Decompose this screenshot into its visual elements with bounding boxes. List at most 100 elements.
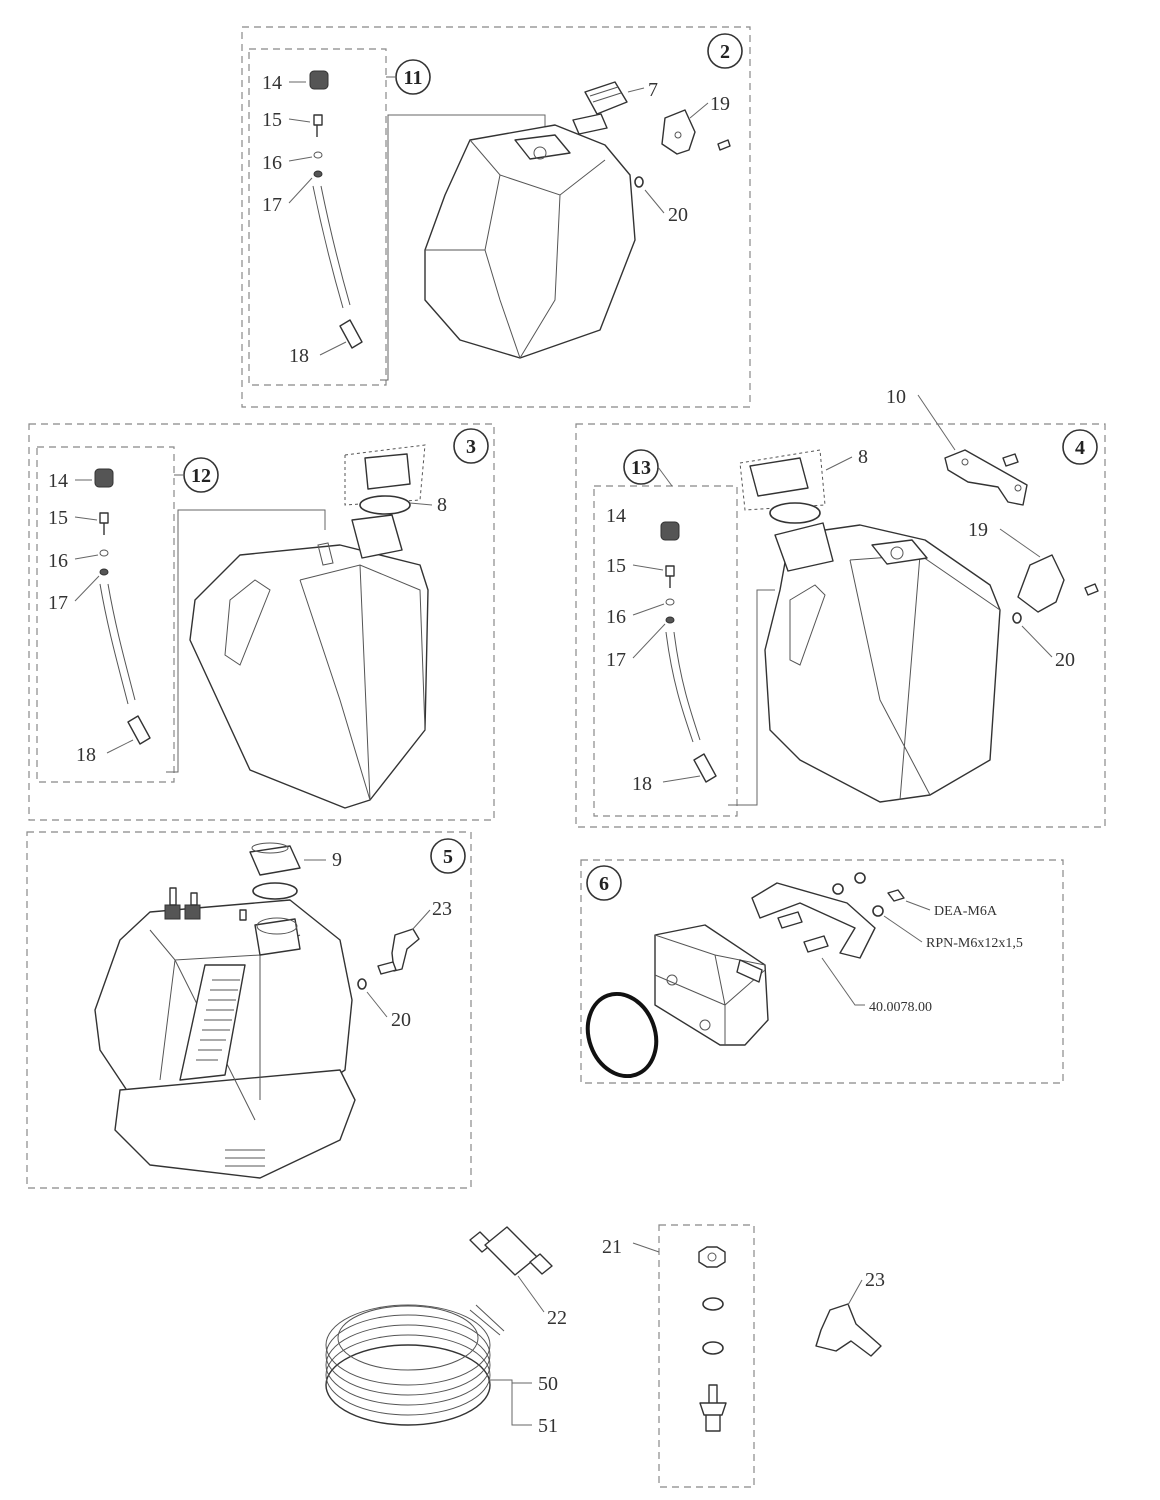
group-5-number: 5	[443, 846, 453, 868]
tank-2	[424, 113, 636, 359]
code-dea-m6a: DEA-M6A	[934, 904, 998, 919]
label-23-g5: 23	[432, 898, 452, 920]
label-16: 16	[262, 152, 282, 174]
group-6: 6 DEA-M6A RPN-M6x12x1,5 40.0078.00	[580, 859, 1064, 1084]
group-2-badge	[707, 33, 743, 69]
group-4-number: 4	[1075, 437, 1085, 459]
label-8-g4: 8	[858, 446, 868, 468]
label-16-g3: 16	[48, 550, 68, 572]
hose-kit-12	[94, 468, 151, 745]
label-19: 19	[710, 93, 730, 115]
label-23: 23	[865, 1269, 885, 1291]
seal-8-g4	[769, 502, 821, 524]
label-17: 17	[262, 194, 282, 216]
group-6-box	[580, 859, 1064, 1084]
label-20-g4: 20	[1055, 649, 1075, 671]
label-19-g4: 19	[968, 519, 988, 541]
tank-3-body	[189, 544, 429, 809]
group-5-box	[26, 831, 472, 1189]
tank-2-body	[424, 124, 636, 359]
group-21-box	[658, 1224, 755, 1488]
washer-20-g4	[1012, 612, 1022, 624]
label-8-g3: 8	[437, 494, 447, 516]
screw-19	[717, 139, 731, 151]
group-3-box	[28, 423, 495, 821]
washer-20-g5	[357, 978, 367, 990]
label-14-g4: 14	[606, 505, 626, 527]
label-9: 9	[332, 849, 342, 871]
group-3: 3 12 14 15 16 17 18	[28, 423, 495, 821]
group-3-badge	[453, 428, 489, 464]
tank-4-neck	[774, 522, 834, 572]
code-rpn: RPN-M6x12x1,5	[926, 936, 1023, 951]
kit-21-parts	[698, 1246, 727, 1432]
code-screw: 40.0078.00	[869, 1000, 932, 1015]
hose-kit-13	[660, 521, 717, 783]
cap-14	[309, 70, 329, 90]
label-15-g4: 15	[606, 555, 626, 577]
nut-dea	[887, 889, 905, 902]
group-2: 2 11 14 15 16 17 18	[241, 26, 751, 408]
tank-2-neck	[572, 113, 608, 135]
tank-5-base	[114, 1069, 356, 1179]
cap-8-g3	[364, 453, 411, 490]
bracket-10	[944, 449, 1028, 506]
washer-rpn	[872, 905, 884, 917]
group-13-number: 13	[631, 457, 651, 479]
label-50: 50	[538, 1373, 558, 1395]
tank-3-neck	[351, 514, 403, 559]
tank-5	[94, 887, 356, 1179]
bracket-19-g4	[1017, 554, 1065, 613]
label-18-g4: 18	[632, 773, 652, 795]
filter-18	[339, 319, 363, 349]
group-4-badge	[1062, 429, 1098, 465]
hose	[312, 185, 351, 309]
mounting-bracket	[751, 882, 876, 959]
loose-parts: 50 51 22 21 23	[325, 1224, 885, 1488]
filter-housing	[654, 924, 769, 1046]
group-4: 4 13 14 15 16 17 18	[575, 386, 1106, 828]
fuel-line-coil	[325, 1304, 505, 1426]
label-21: 21	[602, 1236, 622, 1258]
label-17-g3: 17	[48, 592, 68, 614]
label-18: 18	[289, 345, 309, 367]
group-13-box	[593, 485, 738, 817]
tank-5-warning-label	[179, 964, 246, 1081]
tank-4	[764, 522, 1001, 803]
washer-20	[634, 176, 644, 188]
label-22: 22	[547, 1307, 567, 1329]
group-11-box	[248, 48, 387, 386]
nipple-15	[313, 114, 323, 137]
screws	[777, 911, 829, 953]
label-17-g4: 17	[606, 649, 626, 671]
group-12-number: 12	[191, 465, 211, 487]
label-51: 51	[538, 1415, 558, 1437]
tank-5-neck	[254, 918, 301, 956]
group-11-number: 11	[404, 67, 423, 89]
group-5-badge	[430, 838, 466, 874]
oring-large	[585, 991, 659, 1079]
knob-23-g5	[391, 928, 420, 972]
group-5: 5 9 23 20	[26, 831, 472, 1189]
group-6-badge	[586, 865, 622, 901]
inline-filter-22	[469, 1226, 553, 1276]
label-20-g5: 20	[391, 1009, 411, 1031]
group-6-number: 6	[599, 873, 609, 895]
group-2-box	[241, 26, 751, 408]
cap-8-g4	[749, 457, 809, 497]
label-20: 20	[668, 204, 688, 226]
label-14-g3: 14	[48, 470, 68, 492]
oring-16	[313, 151, 323, 159]
cap-9	[249, 845, 301, 876]
group-2-number: 2	[720, 41, 730, 63]
seal-8-g3	[359, 495, 411, 515]
label-16-g4: 16	[606, 606, 626, 628]
group-3-number: 3	[466, 436, 476, 458]
label-15: 15	[262, 109, 282, 131]
label-10: 10	[886, 386, 906, 408]
label-7: 7	[648, 79, 658, 101]
ring-17	[313, 170, 323, 178]
seal-9	[252, 882, 298, 900]
label-14: 14	[262, 72, 282, 94]
